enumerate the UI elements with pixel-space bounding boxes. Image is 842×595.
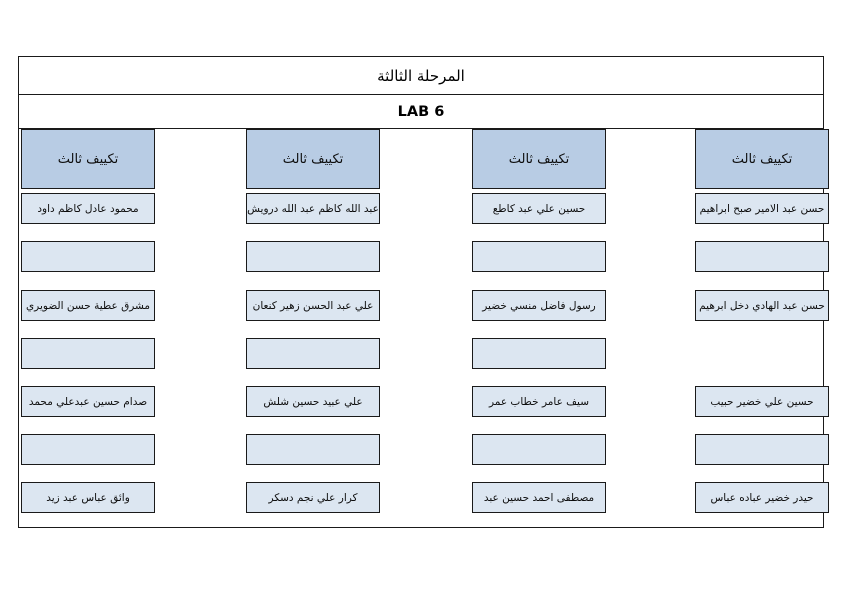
name-cell[interactable]	[472, 434, 606, 465]
group-header-4: تكييف ثالث	[695, 129, 829, 189]
roster-table: المرحلة الثالثة LAB 6 تكييف ثالث محمود ع…	[18, 56, 829, 528]
name-cell[interactable]: علي عبيد حسين شلش	[246, 386, 380, 417]
name-cell[interactable]: وائق عباس عبد زيد	[21, 482, 155, 513]
name-cell[interactable]	[695, 241, 829, 272]
group-column-4: تكييف ثالث حسن عبد الامير صبح ابراهيم حس…	[695, 129, 829, 527]
group-column-3: تكييف ثالث حسين علي عبد كاطع رسول فاضل م…	[472, 129, 606, 527]
group-header-label: تكييف ثالث	[731, 151, 793, 167]
name-cell[interactable]	[695, 434, 829, 465]
name-cell[interactable]: سيف عامر خطاب عمر	[472, 386, 606, 417]
group-header-label: تكييف ثالث	[282, 151, 344, 167]
name-cell[interactable]	[472, 338, 606, 369]
group-header-label: تكييف ثالث	[508, 151, 570, 167]
group-column-1: تكييف ثالث محمود عادل كاظم داود مشرق عطي…	[21, 129, 155, 527]
lab-title-row: LAB 6	[19, 95, 823, 129]
name-cell[interactable]: عبد الله كاظم عبد الله درويش	[246, 193, 380, 224]
name-text: مشرق عطية حسن الضويري	[25, 299, 151, 312]
name-text: سيف عامر خطاب عمر	[488, 395, 590, 408]
name-cell[interactable]	[21, 338, 155, 369]
name-cell[interactable]	[472, 241, 606, 272]
name-text: رسول فاضل منسي خضير	[482, 299, 596, 312]
name-text: علي عبيد حسين شلش	[263, 395, 363, 408]
group-header-label: تكييف ثالث	[57, 151, 119, 167]
name-text: حسن عبد الامير صبح ابراهيم	[699, 202, 825, 215]
page-title: المرحلة الثالثة	[377, 66, 465, 85]
name-cell[interactable]: مشرق عطية حسن الضويري	[21, 290, 155, 321]
name-text: حسن عبد الهادي دخل ابرهيم	[699, 299, 825, 312]
group-column-2: تكييف ثالث عبد الله كاظم عبد الله درويش …	[246, 129, 380, 527]
name-cell[interactable]	[21, 434, 155, 465]
name-cell[interactable]	[246, 241, 380, 272]
name-text: حيدر خضير عباده عباس	[710, 491, 814, 504]
name-text: صدام حسين عبدعلي محمد	[28, 395, 148, 408]
group-header-2: تكييف ثالث	[246, 129, 380, 189]
name-text: مصطفى احمد حسين عبد	[483, 491, 595, 504]
name-cell[interactable]	[246, 434, 380, 465]
name-cell[interactable]: مصطفى احمد حسين عبد	[472, 482, 606, 513]
name-cell[interactable]: رسول فاضل منسي خضير	[472, 290, 606, 321]
stage-title-row: المرحلة الثالثة	[19, 57, 823, 95]
name-text: عبد الله كاظم عبد الله درويش	[247, 202, 379, 215]
name-cell-missing	[695, 338, 829, 369]
group-header-3: تكييف ثالث	[472, 129, 606, 189]
name-cell[interactable]: كرار علي نجم دسكر	[246, 482, 380, 513]
name-text: حسين علي خضير حبيب	[710, 395, 814, 408]
name-cell[interactable]	[246, 338, 380, 369]
name-cell[interactable]: علي عبد الحسن زهير كنعان	[246, 290, 380, 321]
name-cell[interactable]: حسين علي خضير حبيب	[695, 386, 829, 417]
group-header-1: تكييف ثالث	[21, 129, 155, 189]
name-cell[interactable]: حسن عبد الامير صبح ابراهيم	[695, 193, 829, 224]
name-cell[interactable]: حسين علي عبد كاطع	[472, 193, 606, 224]
lab-subtitle: LAB 6	[397, 103, 445, 120]
name-cell[interactable]: صدام حسين عبدعلي محمد	[21, 386, 155, 417]
name-cell[interactable]: حيدر خضير عباده عباس	[695, 482, 829, 513]
name-text: محمود عادل كاظم داود	[37, 202, 139, 215]
columns-area: تكييف ثالث محمود عادل كاظم داود مشرق عطي…	[19, 129, 829, 527]
name-text: حسين علي عبد كاطع	[492, 202, 586, 215]
name-cell[interactable]	[21, 241, 155, 272]
name-text: كرار علي نجم دسكر	[268, 491, 358, 504]
name-cell[interactable]: حسن عبد الهادي دخل ابرهيم	[695, 290, 829, 321]
name-text: علي عبد الحسن زهير كنعان	[252, 299, 374, 312]
name-cell[interactable]: محمود عادل كاظم داود	[21, 193, 155, 224]
name-text: وائق عباس عبد زيد	[46, 491, 130, 504]
